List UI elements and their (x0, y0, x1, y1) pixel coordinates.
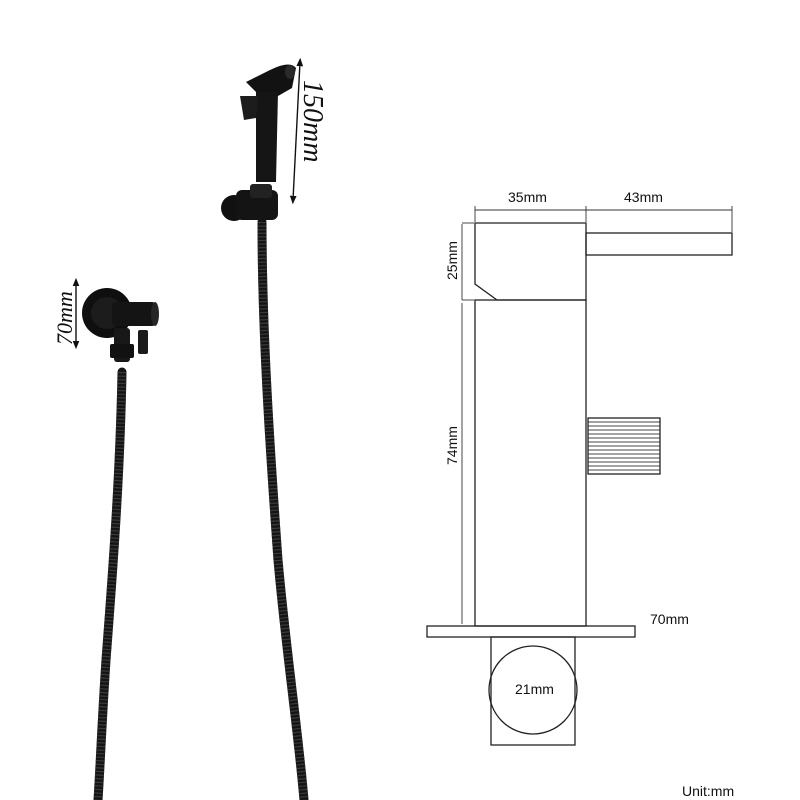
top-height-label: 25mm (444, 241, 460, 280)
sprayer-hose (257, 217, 309, 800)
sprayer-holder (221, 184, 278, 221)
body (474, 299, 587, 627)
sprayer-height-dimension: 150mm (289, 57, 328, 205)
pipe-circle (488, 645, 578, 735)
handle-length-label: 43mm (624, 189, 663, 205)
valve-height-label: 70mm (52, 291, 77, 345)
sprayer-height-label: 150mm (297, 80, 328, 162)
body-width-label: 35mm (508, 189, 547, 205)
sprayer-assembly (221, 64, 309, 800)
technical-drawing: 35mm 43mm 25mm 74mm 70mm 21mm (426, 189, 733, 746)
unit-label: Unit:mm (682, 783, 734, 799)
top-block (474, 222, 587, 301)
handle (585, 232, 733, 256)
body-height-label: 74mm (444, 426, 460, 465)
angle-valve (82, 288, 159, 362)
pipe (490, 636, 576, 746)
angle-valve-assembly (82, 288, 159, 800)
valve-height-dimension: 70mm (52, 277, 80, 350)
threaded-outlet (587, 417, 661, 475)
sprayer-head (240, 64, 296, 182)
base-width-label: 70mm (650, 611, 689, 627)
pipe-diameter-label: 21mm (515, 681, 554, 697)
base-plate (426, 625, 636, 638)
